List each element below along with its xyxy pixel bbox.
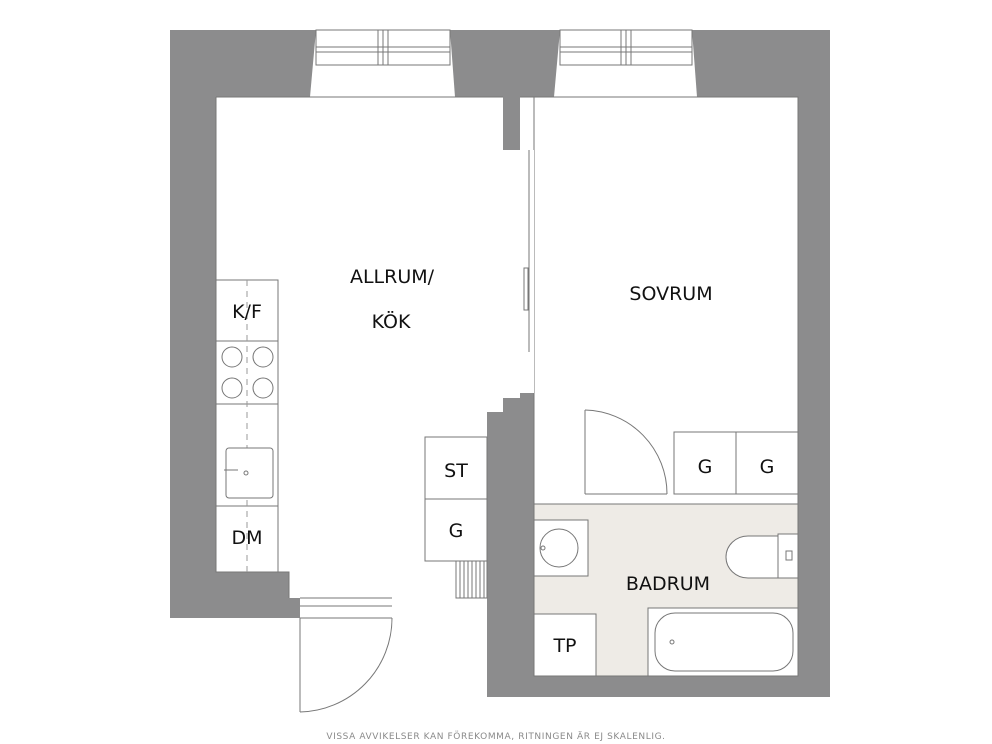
disclaimer-text: VISSA AVVIKELSER KAN FÖREKOMMA, RITNINGE… <box>326 731 665 742</box>
dishwasher-label: DM <box>231 527 262 549</box>
entrance-door <box>299 597 393 713</box>
bedroom-wardrobes <box>673 431 799 495</box>
kitchen-sink <box>224 447 274 499</box>
sliding-door <box>523 150 534 393</box>
room-label-bathroom: BADRUM <box>626 573 710 595</box>
bathroom-door <box>584 409 668 505</box>
bathroom-sink <box>533 519 589 577</box>
room-label-living-kitchen-line2: KÖK <box>372 310 411 333</box>
window-right <box>554 29 697 98</box>
room-label-bedroom: SOVRUM <box>629 283 712 305</box>
fridge-freezer-label: K/F <box>232 301 262 323</box>
room-label-living-kitchen-line1: ALLRUM/ <box>350 266 435 288</box>
window-left <box>310 29 455 98</box>
washer-label: TP <box>552 635 576 657</box>
hall-storage <box>424 436 488 562</box>
kitchen-counter <box>215 279 279 573</box>
storage-label: ST <box>444 460 468 482</box>
hall-wardrobe-label: G <box>449 520 464 542</box>
bathtub <box>647 607 799 677</box>
bedroom-wardrobe-label-1: G <box>698 456 713 478</box>
bedroom-wardrobe-label-2: G <box>760 456 775 478</box>
radiator <box>455 560 488 599</box>
stove-hob <box>221 346 274 399</box>
washing-machine <box>533 613 597 677</box>
toilet <box>725 533 799 579</box>
